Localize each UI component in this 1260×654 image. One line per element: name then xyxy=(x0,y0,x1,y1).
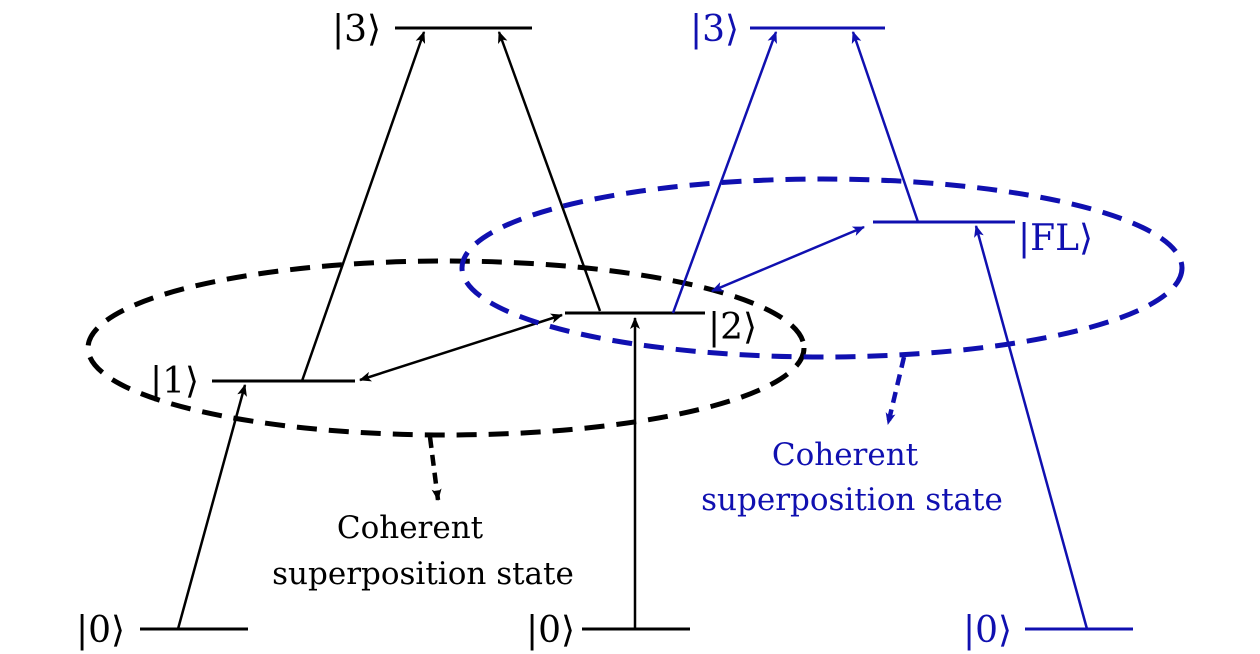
caption-black-line1: Coherent xyxy=(337,510,484,546)
blue-arrow-2-to-3 xyxy=(671,31,778,314)
label-black-3: |3⟩ xyxy=(332,9,381,50)
blue-pointer-arrow xyxy=(885,356,907,425)
coupling-arrow-2-fl xyxy=(711,225,865,293)
black-pointer-arrow xyxy=(427,436,442,501)
label-blue-fl: |FL⟩ xyxy=(1018,218,1093,259)
blue-system xyxy=(459,26,1185,631)
label-black-2: |2⟩ xyxy=(708,307,757,348)
blue-arrow-fl-to-3 xyxy=(851,31,920,223)
arrow-1-to-3 xyxy=(300,31,426,382)
black-superposition-ellipse xyxy=(85,258,807,438)
caption-blue-line2: superposition state xyxy=(701,482,1003,518)
label-blue-0: |0⟩ xyxy=(963,610,1012,651)
blue-arrow-0-to-fl xyxy=(974,225,1089,630)
label-blue-3: |3⟩ xyxy=(690,9,739,50)
label-black-1: |1⟩ xyxy=(150,361,199,402)
label-black-0-left: |0⟩ xyxy=(76,610,125,651)
caption-blue-line1: Coherent xyxy=(772,437,919,473)
coupling-arrow-1-2 xyxy=(359,313,563,382)
arrow-0-to-1 xyxy=(176,384,247,630)
label-black-0-mid: |0⟩ xyxy=(526,610,575,651)
black-system xyxy=(85,26,807,631)
blue-superposition-ellipse xyxy=(459,176,1185,360)
arrow-2-to-3 xyxy=(497,31,602,312)
caption-black-line2: superposition state xyxy=(272,556,574,592)
